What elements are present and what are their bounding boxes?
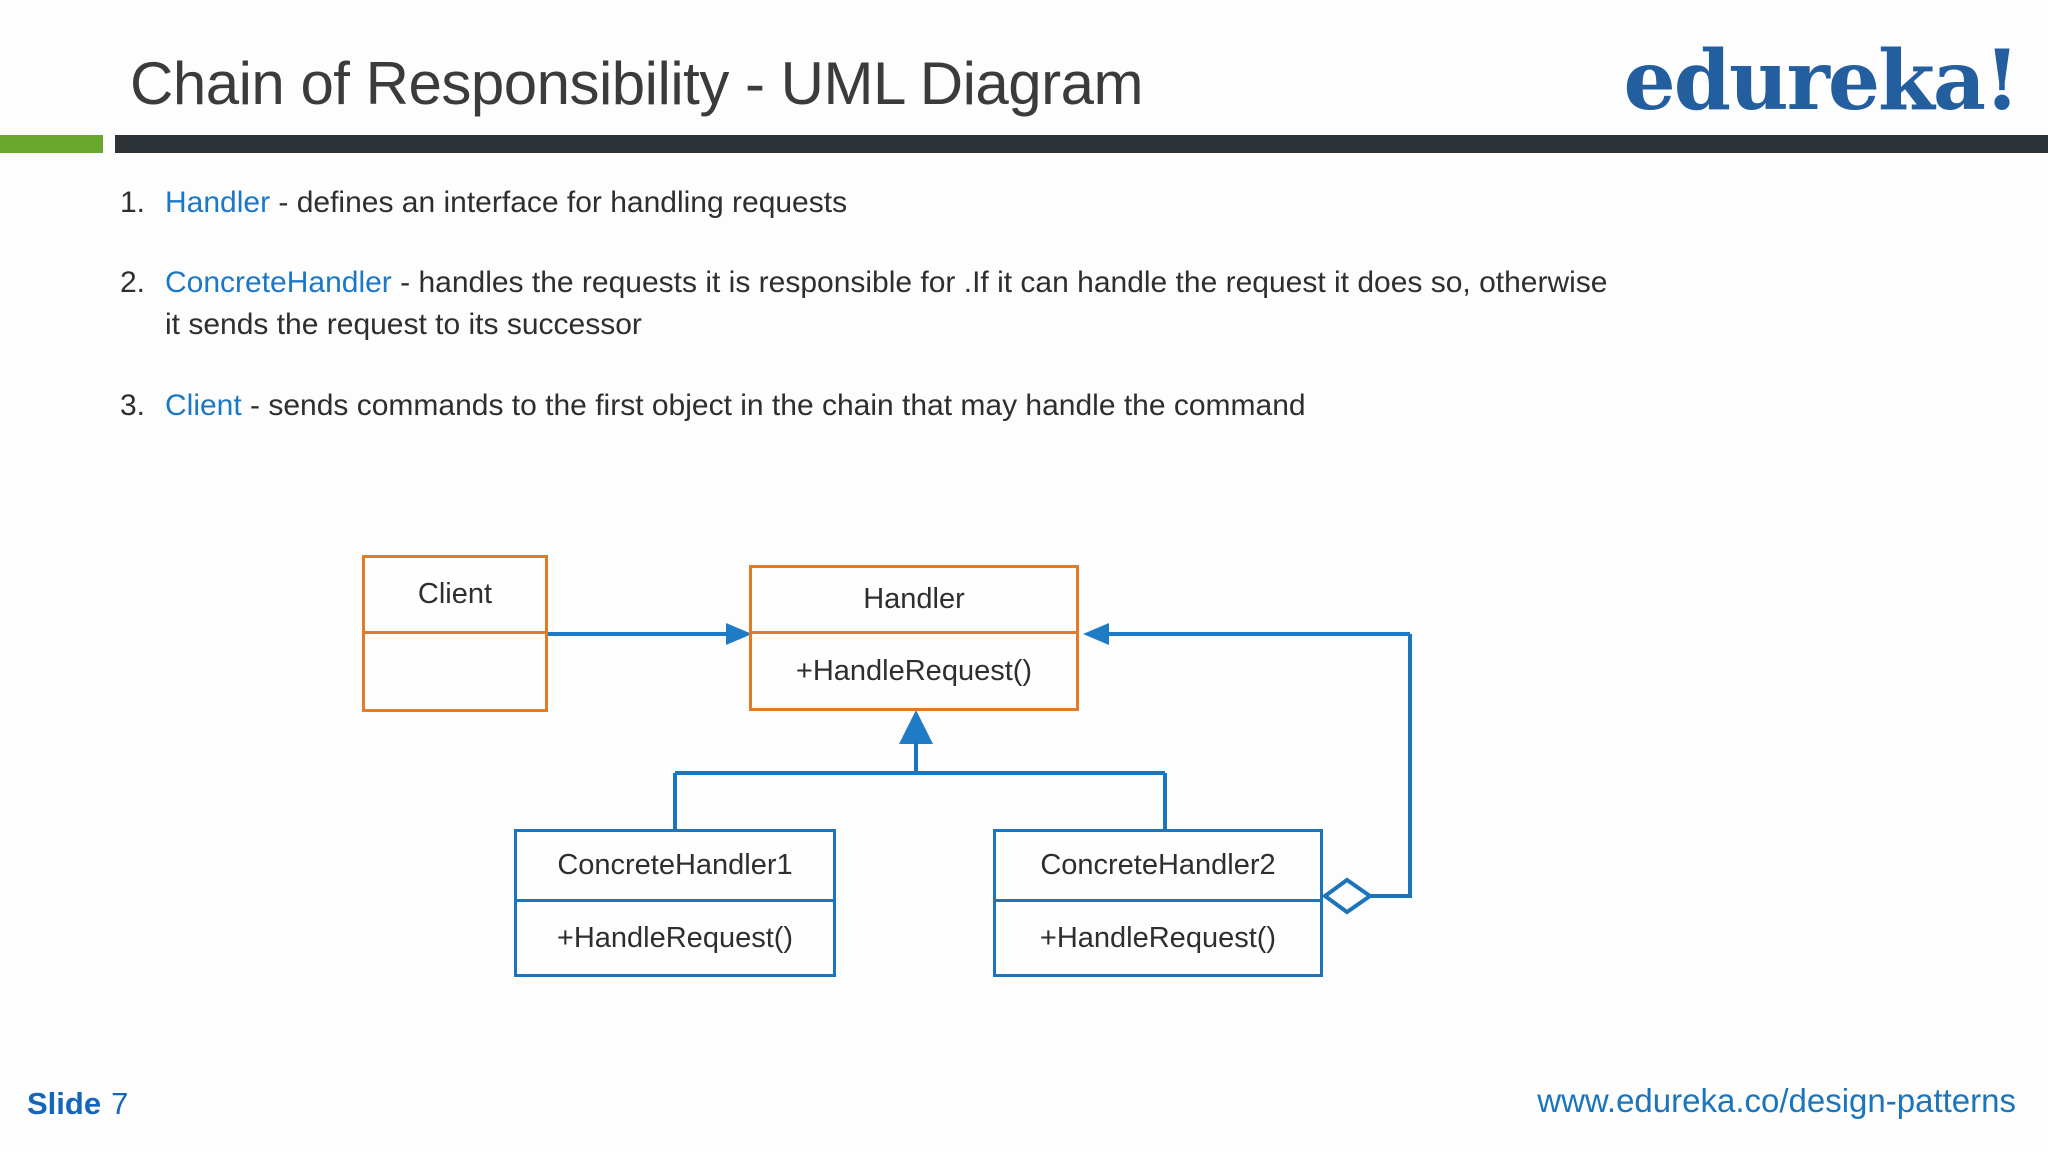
- list-number: 1.: [120, 186, 146, 219]
- list-text: ConcreteHandler - handles the requests i…: [165, 262, 1948, 346]
- list-text: Handler - defines an interface for handl…: [165, 182, 1948, 224]
- definition-text: - handles the requests it is responsible…: [165, 266, 1608, 341]
- uml-class-handler: Handler +HandleRequest(): [749, 565, 1079, 711]
- page-title: Chain of Responsibility - UML Diagram: [130, 50, 1143, 117]
- uml-class-client: Client: [362, 555, 548, 712]
- term-handler: Handler: [165, 186, 271, 219]
- class-name: ConcreteHandler2: [996, 832, 1320, 902]
- class-methods: +HandleRequest(): [1039, 921, 1277, 954]
- class-methods: +HandleRequest(): [795, 654, 1033, 687]
- list-text: Client - sends commands to the first obj…: [165, 385, 1948, 427]
- class-methods: +HandleRequest(): [556, 921, 794, 954]
- slide-label: Slide: [27, 1086, 102, 1121]
- class-methods: [365, 634, 545, 709]
- list-item-client: 3. Client - sends commands to the first …: [120, 385, 1948, 427]
- class-name: Handler: [752, 568, 1076, 634]
- course-url: www.edureka.co/design-patterns: [1537, 1082, 2016, 1119]
- list-number: 3.: [120, 389, 146, 422]
- uml-class-concrete-handler-1: ConcreteHandler1 +HandleRequest(): [514, 829, 836, 977]
- definition-text: - sends commands to the first object in …: [241, 389, 1306, 422]
- edureka-logo: edureka!: [1623, 33, 2020, 129]
- aggregation-loop-line: [1370, 634, 1412, 898]
- list-item-handler: 1. Handler - defines an interface for ha…: [120, 182, 1948, 224]
- list-number: 2.: [120, 266, 146, 299]
- slide-number: Slide 7: [27, 1086, 128, 1122]
- class-name: ConcreteHandler1: [517, 832, 833, 902]
- accent-bar-green: [0, 135, 103, 153]
- term-client: Client: [165, 389, 242, 422]
- accent-bar-dark: [115, 135, 2048, 153]
- arrowhead-into-handler-right: [1083, 623, 1109, 645]
- definition-text: - defines an interface for handling requ…: [270, 186, 848, 219]
- list-item-concrete-handler: 2. ConcreteHandler - handles the request…: [120, 262, 1948, 346]
- class-name: Client: [365, 558, 545, 634]
- slide-number-value: 7: [111, 1086, 129, 1121]
- inheritance-triangle: [899, 710, 933, 744]
- uml-class-concrete-handler-2: ConcreteHandler2 +HandleRequest(): [993, 829, 1323, 977]
- aggregation-diamond: [1321, 877, 1374, 915]
- term-concrete-handler: ConcreteHandler: [165, 266, 392, 299]
